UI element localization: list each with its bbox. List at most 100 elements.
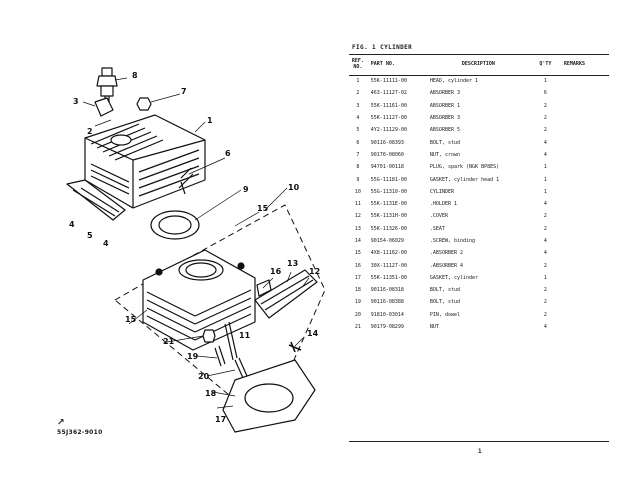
part-no-cell: 90116-08393 xyxy=(370,139,404,146)
parts-table: REF. NO. PART NO. DESCRIPTION Q'TY REMAR… xyxy=(349,55,609,333)
part-no-cell: 55G-11310-00 xyxy=(370,188,407,195)
part-no-cell: 4Y2-11129-00 xyxy=(370,127,407,134)
callout-20: 20 xyxy=(198,372,210,381)
part-no-cell: 55K-1131E-00 xyxy=(370,201,407,208)
ref-no-cell: 11 xyxy=(354,201,361,208)
callout-16: 16 xyxy=(270,267,282,276)
remarks-cell xyxy=(564,284,609,296)
cylinder-head-drawing xyxy=(84,114,206,209)
description-cell: .ABSORBER 4 xyxy=(429,262,464,269)
description-cell: .SEAT xyxy=(429,225,445,232)
header-part-no: PART NO. xyxy=(370,61,395,68)
description-cell: NUT xyxy=(429,324,439,331)
qty-cell: 2 xyxy=(543,213,547,220)
part-no-cell: 55K-11351-00 xyxy=(370,274,407,281)
description-cell: ABSORBER 1 xyxy=(429,102,461,109)
part-no-cell: 463-11127-02 xyxy=(370,90,407,97)
ref-no-cell: 13 xyxy=(354,225,361,232)
figure-title: FIG. 1 CYLINDER xyxy=(352,44,413,51)
header-description: DESCRIPTION xyxy=(461,61,495,68)
qty-cell: 2 xyxy=(543,299,547,306)
qty-cell: 2 xyxy=(543,127,547,134)
absorber-1-drawing xyxy=(94,97,114,117)
ref-no-cell: 19 xyxy=(354,299,361,306)
cover-seat-drawing xyxy=(254,269,318,319)
callout-3: 3 xyxy=(73,97,79,106)
ref-no-cell: 14 xyxy=(354,238,361,244)
binding-screw-drawing xyxy=(288,341,302,353)
table-row: 5 4Y2-11129-00 ABSORBER 5 2 xyxy=(349,124,609,136)
description-cell: CYLINDER xyxy=(429,188,454,195)
drawing-arrow-icon: ↗ xyxy=(57,418,65,428)
qty-cell: 4 xyxy=(543,139,547,146)
qty-cell: 1 xyxy=(543,78,547,85)
callout-11: 11 xyxy=(239,331,251,340)
cylinder-exploded-drawing xyxy=(66,67,326,433)
callout-8: 8 xyxy=(132,71,138,80)
cylinder-body-drawing xyxy=(142,249,256,351)
part-no-cell: 4X8-11162-00 xyxy=(370,250,407,257)
callout-6: 6 xyxy=(225,149,231,158)
ref-no-cell: 18 xyxy=(354,287,361,294)
part-no-cell: 55K-1131H-00 xyxy=(370,213,407,220)
remarks-cell xyxy=(564,309,609,321)
remarks-cell xyxy=(564,112,609,124)
ref-no-cell: 5 xyxy=(356,127,360,134)
part-no-cell: 90179-08299 xyxy=(370,324,404,331)
description-cell: ABSORBER 5 xyxy=(429,127,461,134)
table-bottom-rule xyxy=(349,441,609,442)
qty-cell: 6 xyxy=(543,90,547,97)
callout-15: 15 xyxy=(257,204,269,213)
callout-4b: 4 xyxy=(103,239,109,248)
qty-cell: 4 xyxy=(543,151,547,158)
qty-cell: 2 xyxy=(543,262,547,269)
description-cell: ABSORBER 3 xyxy=(429,90,461,97)
description-cell: .ABSORBER 2 xyxy=(429,250,464,257)
ref-no-cell: 8 xyxy=(356,164,360,171)
remarks-cell xyxy=(564,210,609,222)
description-cell: GASKET, cylinder xyxy=(429,274,479,281)
exploded-view-diagram: 8 7 3 2 1 6 9 10 15 4 5 4 16 13 12 15 14… xyxy=(55,60,345,436)
lower-absorbers-drawing xyxy=(66,179,126,221)
qty-cell: 4 xyxy=(543,324,547,331)
description-cell: PIN, dowel xyxy=(429,311,461,318)
part-no-cell: 90116-08318 xyxy=(370,287,404,294)
ref-no-cell: 15 xyxy=(354,250,361,257)
qty-cell: 1 xyxy=(543,274,547,281)
qty-cell: 1 xyxy=(543,164,547,171)
qty-cell: 2 xyxy=(543,311,547,318)
crown-nut-drawing xyxy=(136,97,152,111)
remarks-cell xyxy=(564,100,609,112)
callout-10: 10 xyxy=(288,183,300,192)
remarks-cell xyxy=(564,186,609,198)
part-no-cell: 55K-11161-00 xyxy=(370,102,407,109)
ref-no-cell: 9 xyxy=(356,176,360,183)
qty-cell: 2 xyxy=(543,115,547,122)
ref-no-cell: 1 xyxy=(356,78,360,85)
header-ref-no: REF. NO. xyxy=(351,58,364,70)
ref-no-cell: 2 xyxy=(356,90,360,97)
ref-no-cell: 10 xyxy=(354,188,361,195)
part-no-cell: 94701-00118 xyxy=(370,164,404,171)
part-no-cell: 91810-03014 xyxy=(370,311,404,318)
qty-cell: 4 xyxy=(543,238,547,244)
callout-14: 14 xyxy=(307,329,319,338)
part-no-cell: 55G-11181-00 xyxy=(370,176,407,183)
part-no-cell: 90154-06029 xyxy=(370,238,404,244)
description-cell: BOLT, stud xyxy=(429,287,461,294)
holder-drawing xyxy=(224,321,238,361)
qty-cell: 4 xyxy=(543,201,547,208)
remarks-cell xyxy=(564,247,609,259)
description-cell: .SCREW, binding xyxy=(429,238,476,244)
table-header-rule xyxy=(349,75,609,76)
